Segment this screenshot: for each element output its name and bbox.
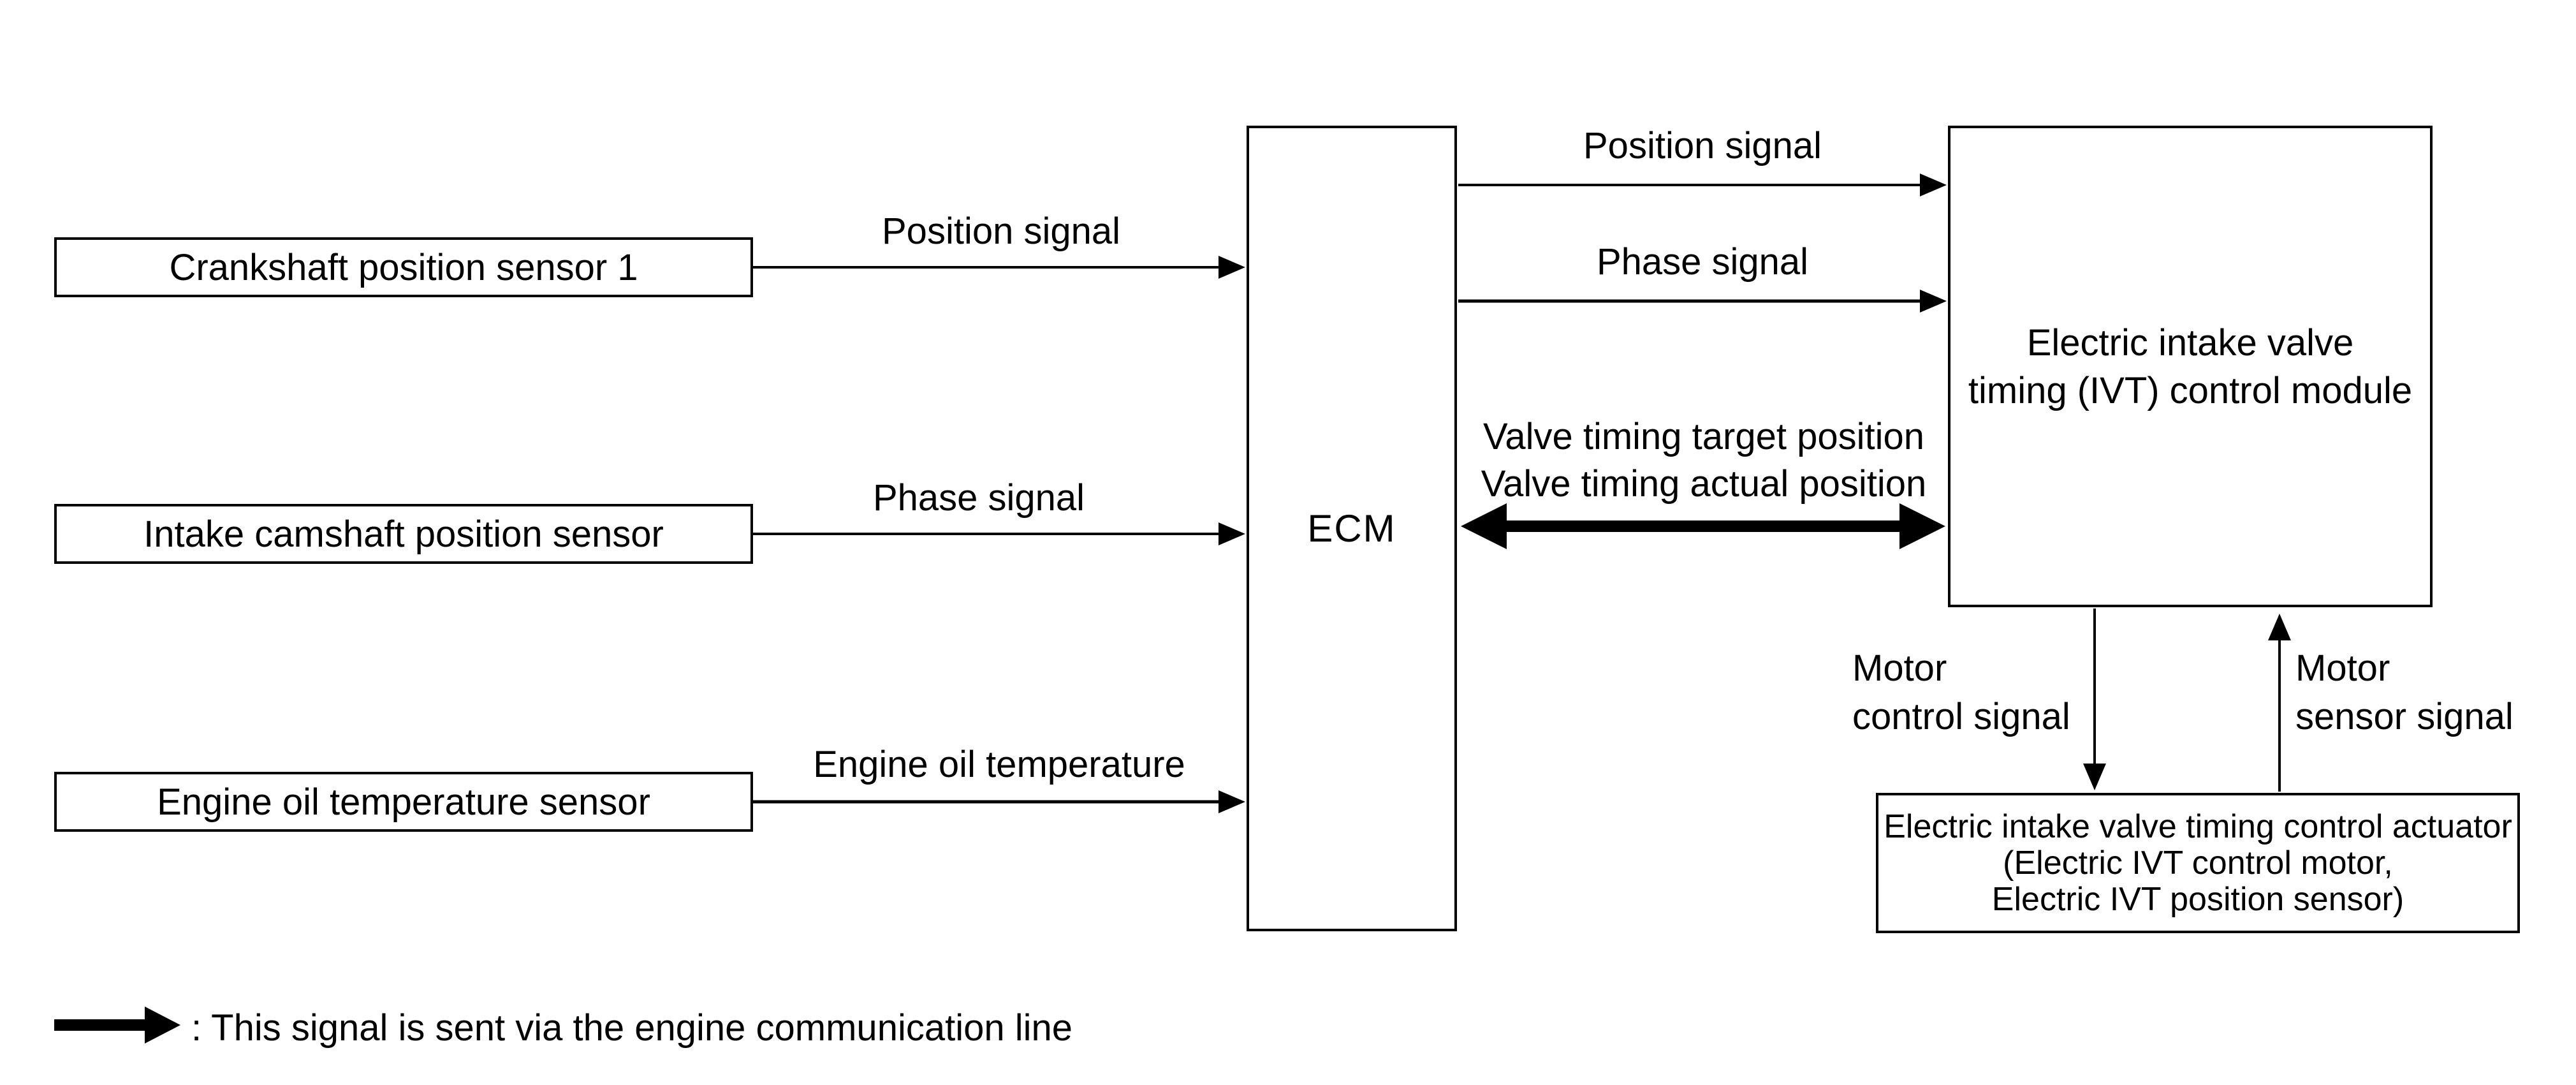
ivt-module-label-line1: Electric intake valve [2026, 321, 2354, 364]
ivt-control-module-box: Electric intake valve timing (IVT) contr… [1948, 126, 2433, 607]
motor-control-line2: control signal [1852, 696, 2070, 737]
motor-sensor-line2: sensor signal [2295, 696, 2514, 737]
arrow-valve-timing-bidirectional [1461, 503, 1945, 549]
arrow-motor-sensor [2268, 614, 2291, 792]
signal-label-motor-control: Motor control signal [1852, 644, 2070, 741]
signal-label-motor-sensor: Motor sensor signal [2295, 644, 2514, 741]
motor-control-line1: Motor [1852, 647, 1947, 689]
valve-timing-actual-line: Valve timing actual position [1481, 463, 1927, 505]
legend-text: : This signal is sent via the engine com… [191, 1007, 1073, 1049]
arrow-oil-to-ecm [753, 790, 1245, 813]
motor-sensor-line1: Motor [2295, 647, 2390, 689]
engine-oil-temperature-sensor-box: Engine oil temperature sensor [54, 772, 753, 832]
signal-label-crank-position: Position signal [882, 210, 1120, 252]
arrow-cam-to-ecm [753, 522, 1245, 545]
signal-label-oil-temperature: Engine oil temperature [813, 744, 1185, 785]
crankshaft-position-sensor-label: Crankshaft position sensor 1 [169, 246, 638, 288]
ivt-module-label-line2: timing (IVT) control module [1968, 369, 2413, 411]
arrow-crank-to-ecm [753, 256, 1245, 279]
ivt-control-actuator-box: Electric intake valve timing control act… [1876, 793, 2520, 933]
crankshaft-position-sensor-box: Crankshaft position sensor 1 [54, 237, 753, 297]
ecm-label: ECM [1307, 507, 1396, 550]
valve-timing-target-line: Valve timing target position [1482, 416, 1925, 457]
intake-camshaft-position-sensor-box: Intake camshaft position sensor [54, 504, 753, 564]
intake-camshaft-position-sensor-label: Intake camshaft position sensor [143, 513, 664, 555]
signal-label-valve-timing: Valve timing target position Valve timin… [1481, 413, 1927, 508]
ecm-box: ECM [1247, 126, 1457, 931]
signal-label-cam-phase: Phase signal [872, 477, 1085, 519]
actuator-label-line3: Electric IVT position sensor) [1991, 880, 2404, 918]
actuator-label-line2: (Electric IVT control motor, [2003, 844, 2393, 882]
arrow-motor-control [2083, 609, 2106, 790]
legend-bold-arrow-icon [54, 1007, 180, 1044]
signal-label-ivt-position: Position signal [1583, 125, 1822, 166]
arrow-ecm-to-ivt-position [1458, 173, 1947, 196]
arrow-ecm-to-ivt-phase [1458, 290, 1947, 313]
signal-label-ivt-phase: Phase signal [1596, 241, 1809, 283]
actuator-label-line1: Electric intake valve timing control act… [1884, 808, 2512, 845]
engine-oil-temperature-sensor-label: Engine oil temperature sensor [157, 781, 650, 823]
